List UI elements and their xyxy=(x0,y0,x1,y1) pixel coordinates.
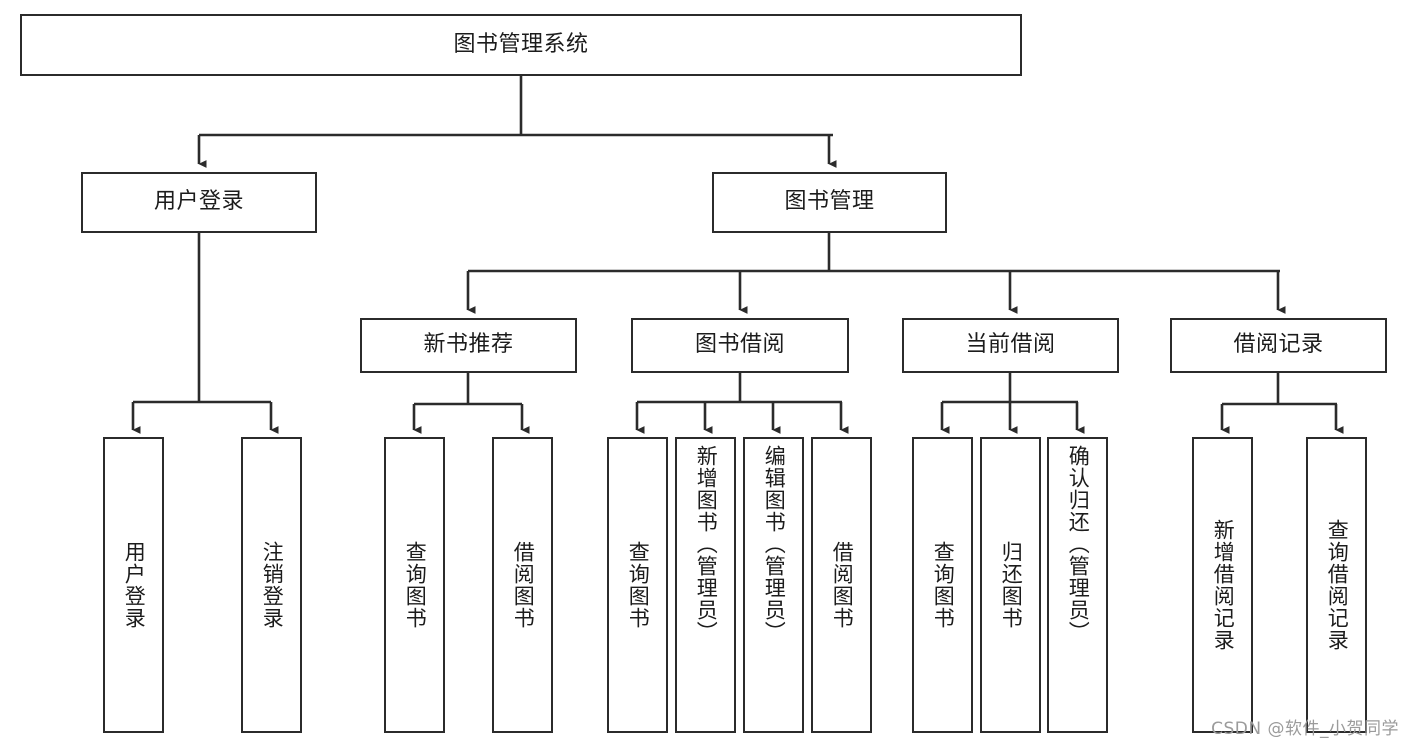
leaf-record-query-record[interactable]: 查询借阅记录 xyxy=(1306,437,1367,733)
node-label: 查询图书 xyxy=(931,541,956,629)
node-user-login[interactable]: 用户登录 xyxy=(81,172,317,233)
leaf-borrow-add-book[interactable]: 新增图书（管理员） xyxy=(675,437,736,733)
node-root-system[interactable]: 图书管理系统 xyxy=(20,14,1022,76)
leaf-recommend-query-book[interactable]: 查询图书 xyxy=(384,437,445,733)
leaf-borrow-query-book[interactable]: 查询图书 xyxy=(607,437,668,733)
leaf-user-login-signout[interactable]: 注销登录 xyxy=(241,437,302,733)
node-book-management[interactable]: 图书管理 xyxy=(712,172,947,233)
node-label: 新书推荐 xyxy=(423,332,514,358)
node-label: 归还图书 xyxy=(999,541,1024,629)
node-label: 新增借阅记录 xyxy=(1211,519,1236,651)
leaf-record-add-record[interactable]: 新增借阅记录 xyxy=(1192,437,1253,733)
node-label: 借阅图书 xyxy=(830,541,855,629)
node-label: 图书借阅 xyxy=(694,332,785,358)
node-label: 当前借阅 xyxy=(965,332,1056,358)
node-label: 图书管理系统 xyxy=(453,31,589,57)
node-label: 注销登录 xyxy=(260,541,285,629)
leaf-current-query-book[interactable]: 查询图书 xyxy=(912,437,973,733)
node-label: 借阅图书 xyxy=(511,541,536,629)
node-current-borrow[interactable]: 当前借阅 xyxy=(902,318,1119,373)
watermark-text: CSDN @软件_小贺同学 xyxy=(1211,719,1399,739)
node-label: 用户登录 xyxy=(122,541,147,629)
node-label: 查询图书 xyxy=(626,541,651,629)
leaf-user-login-signin[interactable]: 用户登录 xyxy=(103,437,164,733)
leaf-current-confirm-return[interactable]: 确认归还（管理员） xyxy=(1047,437,1108,733)
node-label: 新增图书（管理员） xyxy=(694,445,719,643)
node-new-book-recommend[interactable]: 新书推荐 xyxy=(360,318,577,373)
node-label: 图书管理 xyxy=(784,189,875,215)
node-label: 用户登录 xyxy=(153,189,244,215)
node-label: 借阅记录 xyxy=(1233,332,1324,358)
leaf-recommend-borrow-book[interactable]: 借阅图书 xyxy=(492,437,553,733)
node-label: 编辑图书（管理员） xyxy=(762,445,787,643)
node-label: 查询图书 xyxy=(403,541,428,629)
node-label: 确认归还（管理员） xyxy=(1066,445,1091,643)
node-label: 查询借阅记录 xyxy=(1325,519,1350,651)
leaf-current-return-book[interactable]: 归还图书 xyxy=(980,437,1041,733)
leaf-borrow-borrow-book[interactable]: 借阅图书 xyxy=(811,437,872,733)
node-book-borrow[interactable]: 图书借阅 xyxy=(631,318,849,373)
leaf-borrow-edit-book[interactable]: 编辑图书（管理员） xyxy=(743,437,804,733)
node-borrow-record[interactable]: 借阅记录 xyxy=(1170,318,1387,373)
